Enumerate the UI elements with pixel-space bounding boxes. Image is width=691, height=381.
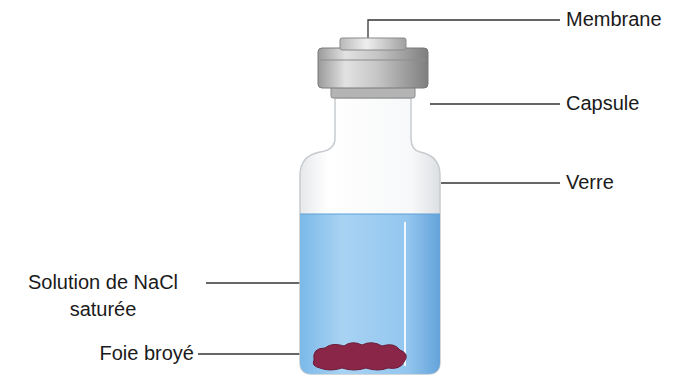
part-label: Foie broyé [60,340,194,367]
crushed-liver [313,343,406,370]
part-label: Capsule [566,90,686,117]
part-label: Solution de NaCl saturée [4,269,202,323]
part-label: Verre [566,169,686,196]
part-label: Membrane [566,6,686,33]
saline-solution [298,214,444,378]
membrane [340,38,406,50]
leader-line [368,20,560,38]
leader-line [441,182,560,183]
capsule [318,48,428,88]
leader-line [430,103,560,104]
